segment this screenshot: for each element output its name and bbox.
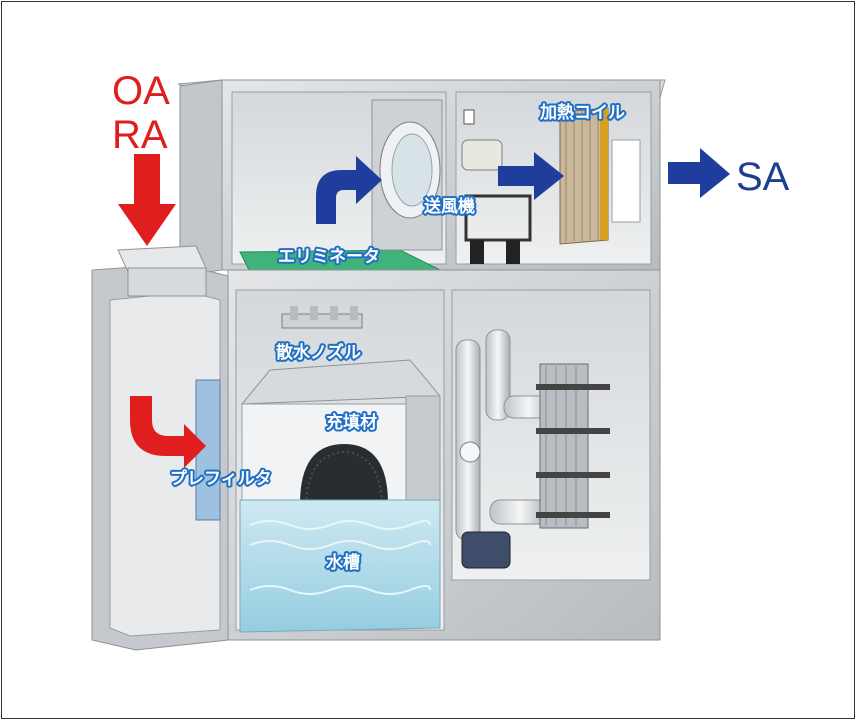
label-ra: RA [112,113,168,157]
label-sa: SA [736,155,790,199]
prefilter-duct [91,263,229,651]
plate-heat-exchanger [536,363,610,529]
fan-motor [461,109,532,264]
spray-nozzle [281,306,363,329]
piping-and-pump [455,329,555,569]
label-prefilter: プレフィルタ [170,468,272,489]
label-fan: 送風機 [424,196,475,217]
supply-air-arrow [668,148,730,198]
fan-housing [371,99,443,251]
prefilter-arrow [130,396,206,468]
label-oa: OA [112,69,170,113]
filling-material [240,359,442,505]
inlet-arrow [118,154,176,246]
heating-coil [559,107,641,245]
inlet-hood [117,245,207,297]
eliminator-to-fan-arrow [316,156,382,224]
label-heating-coil: 加熱コイル [539,102,625,123]
label-spray-nozzle: 散水ノズル [276,342,361,363]
fan-to-coil-arrow [498,152,564,200]
label-eliminator: エリミネータ [278,247,380,267]
label-water-tank: 水槽 [326,552,360,573]
label-filling-material: 充填材 [326,412,377,433]
water-tank [239,499,441,633]
